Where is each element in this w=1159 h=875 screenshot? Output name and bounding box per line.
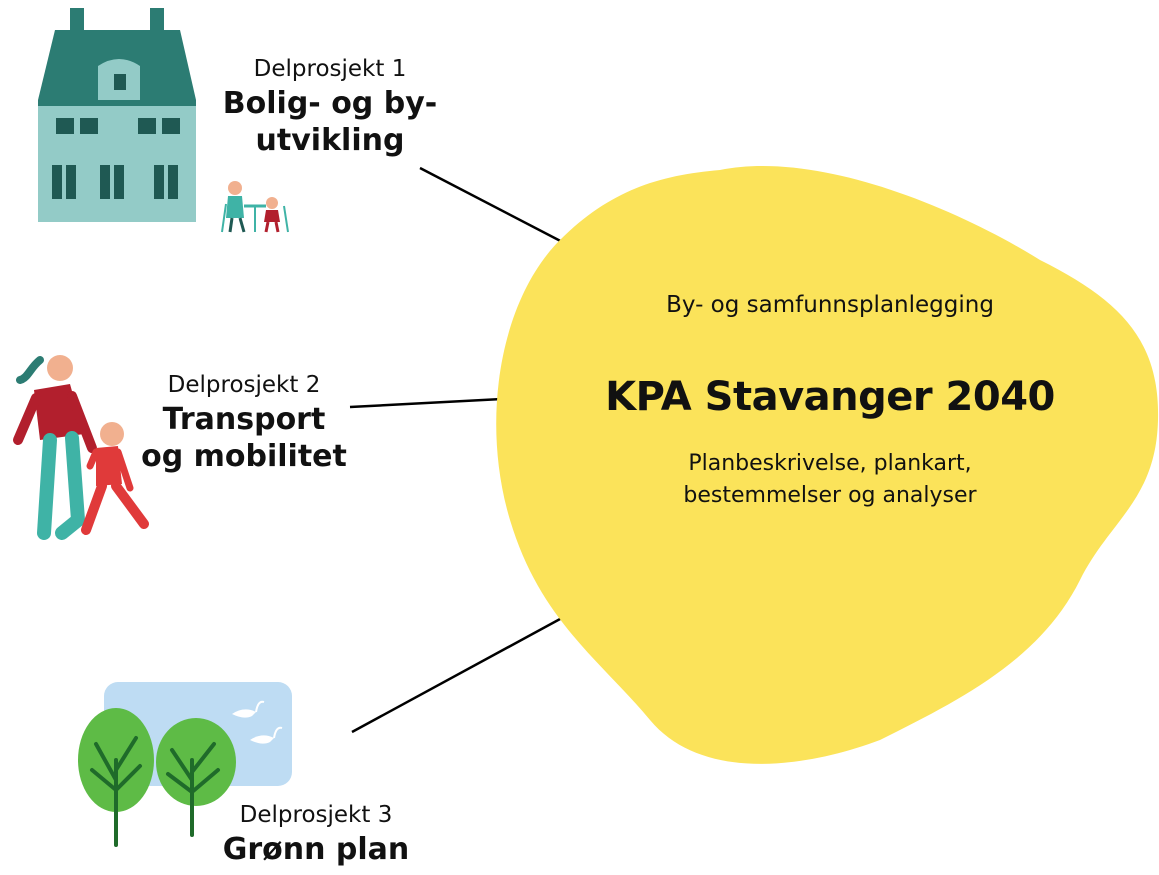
project-2-title-line1: Transport: [162, 402, 326, 437]
project-1-title-line2: utvikling: [255, 123, 405, 158]
window: [168, 165, 178, 199]
park-lake-icon: [78, 682, 292, 847]
window: [56, 118, 74, 134]
window: [100, 165, 110, 199]
connector-line-1: [419, 166, 573, 249]
hub-description-line1: Planbeskrivelse, plankart,: [688, 451, 972, 476]
window: [114, 74, 126, 90]
project-3-label-group: Delprosjekt 3 Grønn plan: [196, 800, 436, 868]
cafe-people-icon: [221, 181, 289, 233]
project-3-title-line1: Grønn plan: [222, 832, 410, 867]
project-2-label-group: Delprosjekt 2 Transport og mobilitet: [124, 370, 364, 475]
hub-blob: [496, 166, 1159, 764]
window: [52, 165, 62, 199]
project-1-title-line1: Bolig- og by-: [222, 86, 438, 121]
window: [66, 165, 76, 199]
walking-family-icon: [13, 355, 149, 540]
window: [162, 118, 180, 134]
hub-title: KPA Stavanger 2040: [605, 374, 1055, 420]
project-2-title-line2: og mobilitet: [141, 439, 347, 474]
connector-line-2: [349, 397, 503, 409]
project-1-label-group: Delprosjekt 1 Bolig- og by- utvikling: [210, 54, 450, 159]
connector-line-3: [351, 604, 585, 734]
hub-description: Planbeskrivelse, plankart, bestemmelser …: [560, 448, 1100, 512]
hub-description-line2: bestemmelser og analyser: [683, 483, 977, 508]
window: [161, 165, 164, 199]
project-3-label: Delprosjekt 3: [239, 802, 393, 828]
window: [59, 165, 62, 199]
window-group: [52, 74, 180, 199]
window: [80, 118, 98, 134]
window: [154, 165, 164, 199]
window: [107, 165, 110, 199]
hub-subtitle: By- og samfunnsplanlegging: [666, 292, 994, 318]
window: [114, 165, 124, 199]
window: [138, 118, 156, 134]
project-1-label: Delprosjekt 1: [253, 56, 407, 82]
project-2-label: Delprosjekt 2: [167, 372, 321, 398]
